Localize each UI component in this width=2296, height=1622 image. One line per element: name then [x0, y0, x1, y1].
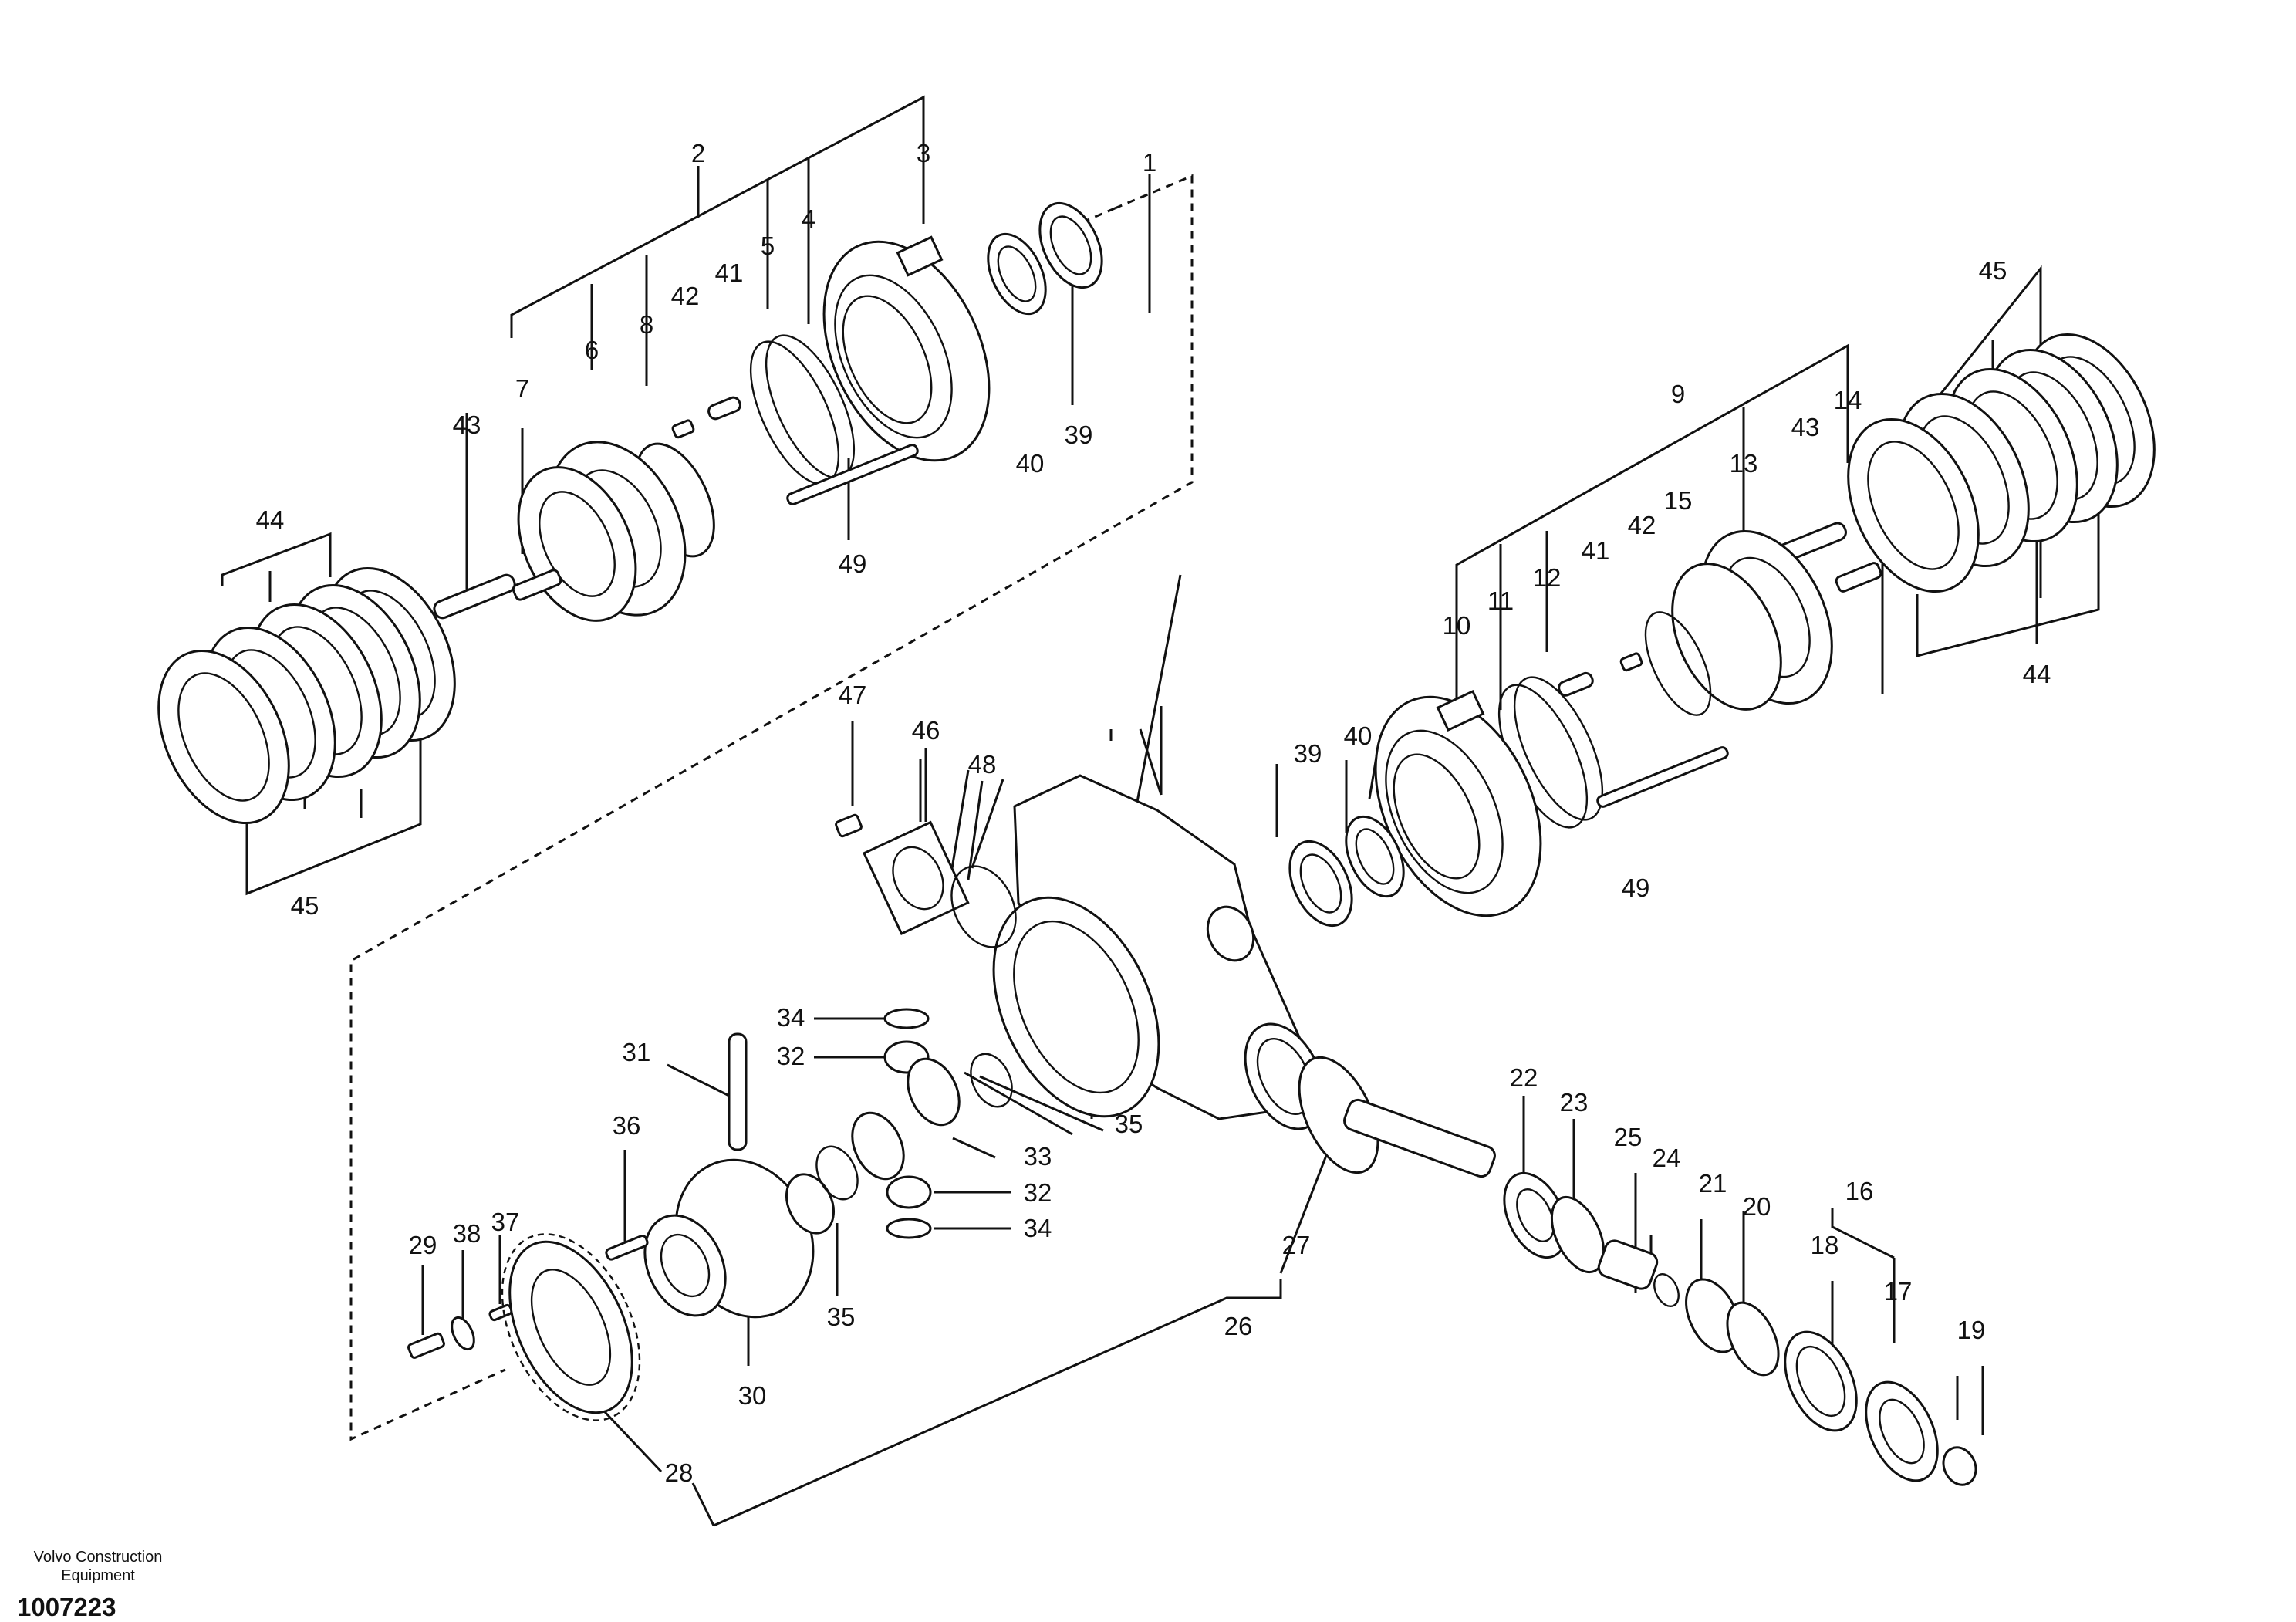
- part-label-35: 35: [1115, 1110, 1143, 1138]
- part-label-49b: 49: [1622, 874, 1650, 902]
- part-label-8: 8: [640, 310, 653, 339]
- part-label-17: 17: [1884, 1277, 1913, 1306]
- part-labels: 1 2 3 4 5 6 7 8 9 10 11 12 13 14 15 16 1…: [256, 139, 2051, 1487]
- part-label-33: 33: [1024, 1142, 1052, 1171]
- part-label-32b: 32: [1024, 1178, 1052, 1207]
- part-label-46: 46: [912, 716, 940, 745]
- part-label-23: 23: [1560, 1088, 1589, 1117]
- part-label-1: 1: [1143, 148, 1156, 177]
- part-label-39: 39: [1065, 421, 1093, 449]
- part-label-25: 25: [1614, 1123, 1643, 1151]
- part-label-12: 12: [1533, 563, 1562, 592]
- part-label-43b: 43: [1791, 413, 1820, 441]
- part-label-9: 9: [1671, 380, 1685, 408]
- part-label-5: 5: [761, 231, 775, 260]
- part-label-14: 14: [1834, 386, 1862, 414]
- part-label-39b: 39: [1294, 739, 1322, 768]
- document-number: 1007223: [17, 1593, 116, 1621]
- part-label-37: 37: [491, 1208, 520, 1236]
- part-label-43: 43: [453, 411, 481, 439]
- left-disc-stack: [157, 566, 456, 825]
- part-label-24: 24: [1653, 1144, 1681, 1172]
- axle-housing: [992, 774, 1325, 1130]
- part-label-35b: 35: [827, 1303, 856, 1331]
- part-label-4: 4: [802, 204, 815, 233]
- part-label-6: 6: [585, 336, 599, 364]
- right-brake-housing: [1374, 689, 1542, 917]
- part-label-38: 38: [453, 1219, 481, 1248]
- ring-gear: [501, 1233, 641, 1421]
- part-label-7: 7: [515, 374, 529, 403]
- part-label-2: 2: [691, 139, 705, 167]
- part-label-18: 18: [1811, 1231, 1839, 1259]
- part-label-19: 19: [1957, 1316, 1986, 1344]
- part-label-29: 29: [409, 1231, 437, 1259]
- part-label-44b: 44: [2023, 660, 2051, 688]
- part-label-41b: 41: [1582, 536, 1610, 565]
- part-label-3: 3: [917, 139, 930, 167]
- part-label-44: 44: [256, 505, 285, 534]
- part-label-40: 40: [1016, 449, 1045, 478]
- part-label-28: 28: [665, 1458, 694, 1487]
- part-label-21: 21: [1699, 1169, 1727, 1198]
- part-label-16: 16: [1845, 1177, 1874, 1205]
- part-label-10: 10: [1443, 611, 1471, 640]
- brand-name: Volvo Construction Equipment: [33, 1549, 163, 1584]
- part-label-41: 41: [715, 259, 744, 287]
- part-label-32: 32: [777, 1042, 805, 1070]
- part-label-47: 47: [839, 681, 867, 709]
- part-label-42: 42: [671, 282, 700, 310]
- right-disc-stack: [1847, 333, 2156, 593]
- part-label-13: 13: [1730, 449, 1758, 478]
- part-label-36: 36: [613, 1111, 641, 1140]
- part-label-31: 31: [623, 1038, 651, 1066]
- part-label-49: 49: [839, 549, 867, 578]
- part-label-45: 45: [291, 891, 319, 920]
- parts: [157, 201, 2156, 1486]
- differential-carrier: [643, 1158, 835, 1319]
- part-label-42b: 42: [1628, 511, 1656, 539]
- part-label-45b: 45: [1979, 256, 2007, 285]
- part-label-30: 30: [738, 1381, 767, 1410]
- part-label-26: 26: [1224, 1312, 1253, 1340]
- part-label-20: 20: [1743, 1192, 1771, 1221]
- part-label-15: 15: [1664, 486, 1693, 515]
- part-label-34b: 34: [1024, 1214, 1052, 1242]
- left-piston: [517, 441, 715, 622]
- footer: Volvo Construction Equipment 1007223: [17, 1548, 179, 1622]
- part-label-34: 34: [777, 1003, 805, 1032]
- part-label-40b: 40: [1344, 721, 1373, 750]
- part-label-48: 48: [968, 750, 997, 779]
- part-label-22: 22: [1510, 1063, 1538, 1092]
- left-brake-housing: [822, 235, 991, 462]
- pinion-shaft: [1298, 1056, 1496, 1178]
- part-label-11: 11: [1487, 586, 1514, 615]
- part-label-27: 27: [1282, 1231, 1311, 1259]
- phantom-outline: [349, 174, 1194, 1441]
